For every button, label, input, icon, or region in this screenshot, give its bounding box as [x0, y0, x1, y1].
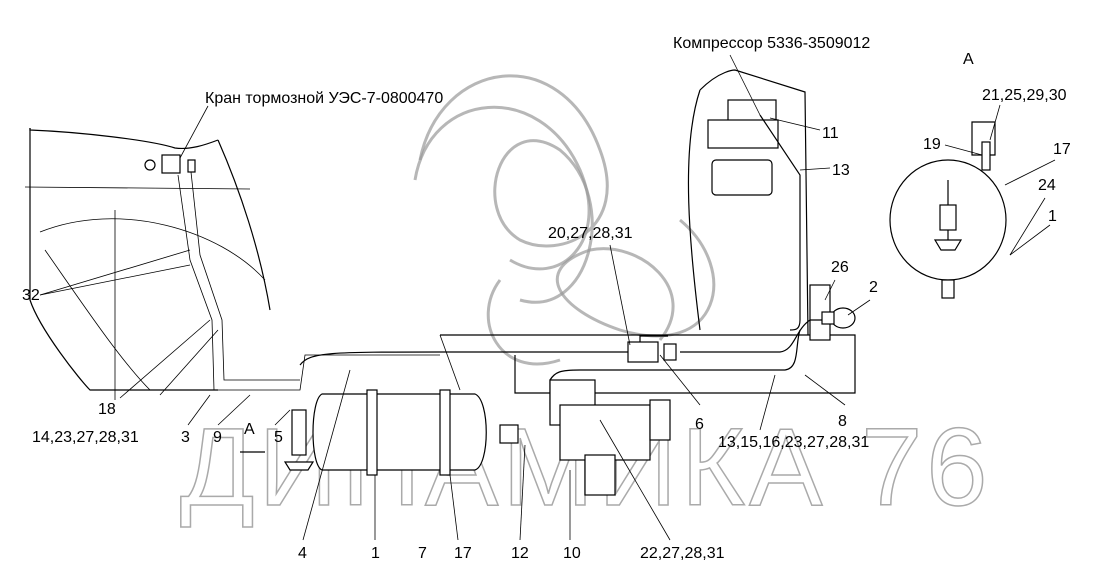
valve-assembly	[627, 335, 677, 363]
callout-13-15-16-23-27-28-31: 13,15,16,23,27,28,31	[718, 434, 869, 451]
callout-1: 1	[371, 545, 380, 562]
callout-6: 6	[695, 416, 704, 433]
callout-17-view: 17	[1053, 141, 1071, 158]
callout-5: 5	[274, 429, 283, 446]
callout-17: 17	[454, 545, 472, 562]
callout-18: 18	[98, 401, 116, 418]
coupling-head	[821, 307, 856, 329]
view-a-detail	[889, 121, 1007, 299]
compressor	[687, 69, 831, 341]
callout-21-25-29-30: 21,25,29,30	[982, 87, 1067, 104]
callout-12: 12	[511, 545, 529, 562]
cab-outline	[24, 128, 271, 400]
callout-22-27-28-31: 22,27,28,31	[640, 545, 725, 562]
callout-24: 24	[1038, 177, 1056, 194]
callout-4: 4	[298, 545, 307, 562]
brake-valve	[144, 154, 196, 174]
air-receiver	[312, 389, 519, 476]
view-a-arrow-label: А	[244, 421, 255, 438]
callout-26: 26	[831, 259, 849, 276]
callout-2: 2	[869, 279, 878, 296]
callout-13: 13	[832, 162, 850, 179]
callout-32: 32	[22, 287, 40, 304]
callout-14-23-27-28-31: 14,23,27,28,31	[32, 429, 139, 446]
callout-3: 3	[181, 429, 190, 446]
callout-11: 11	[822, 125, 839, 142]
callout-1-view: 1	[1048, 208, 1057, 225]
pressure-regulator	[549, 379, 671, 496]
callout-20-27-28-31: 20,27,28,31	[548, 225, 633, 242]
brake-valve-label: Кран тормозной УЭС-7-0800470	[205, 90, 443, 107]
view-a-title: А	[963, 51, 974, 68]
leader-lines	[39, 54, 1056, 541]
callout-19: 19	[923, 136, 941, 153]
callout-10: 10	[563, 545, 581, 562]
callout-8: 8	[838, 413, 847, 430]
watermark-logo	[413, 74, 716, 366]
compressor-label: Компрессор 5336-3509012	[673, 35, 870, 52]
callout-9: 9	[213, 429, 222, 446]
drain-valve	[283, 409, 315, 471]
callout-7: 7	[418, 545, 427, 562]
frame-rail	[439, 334, 856, 394]
